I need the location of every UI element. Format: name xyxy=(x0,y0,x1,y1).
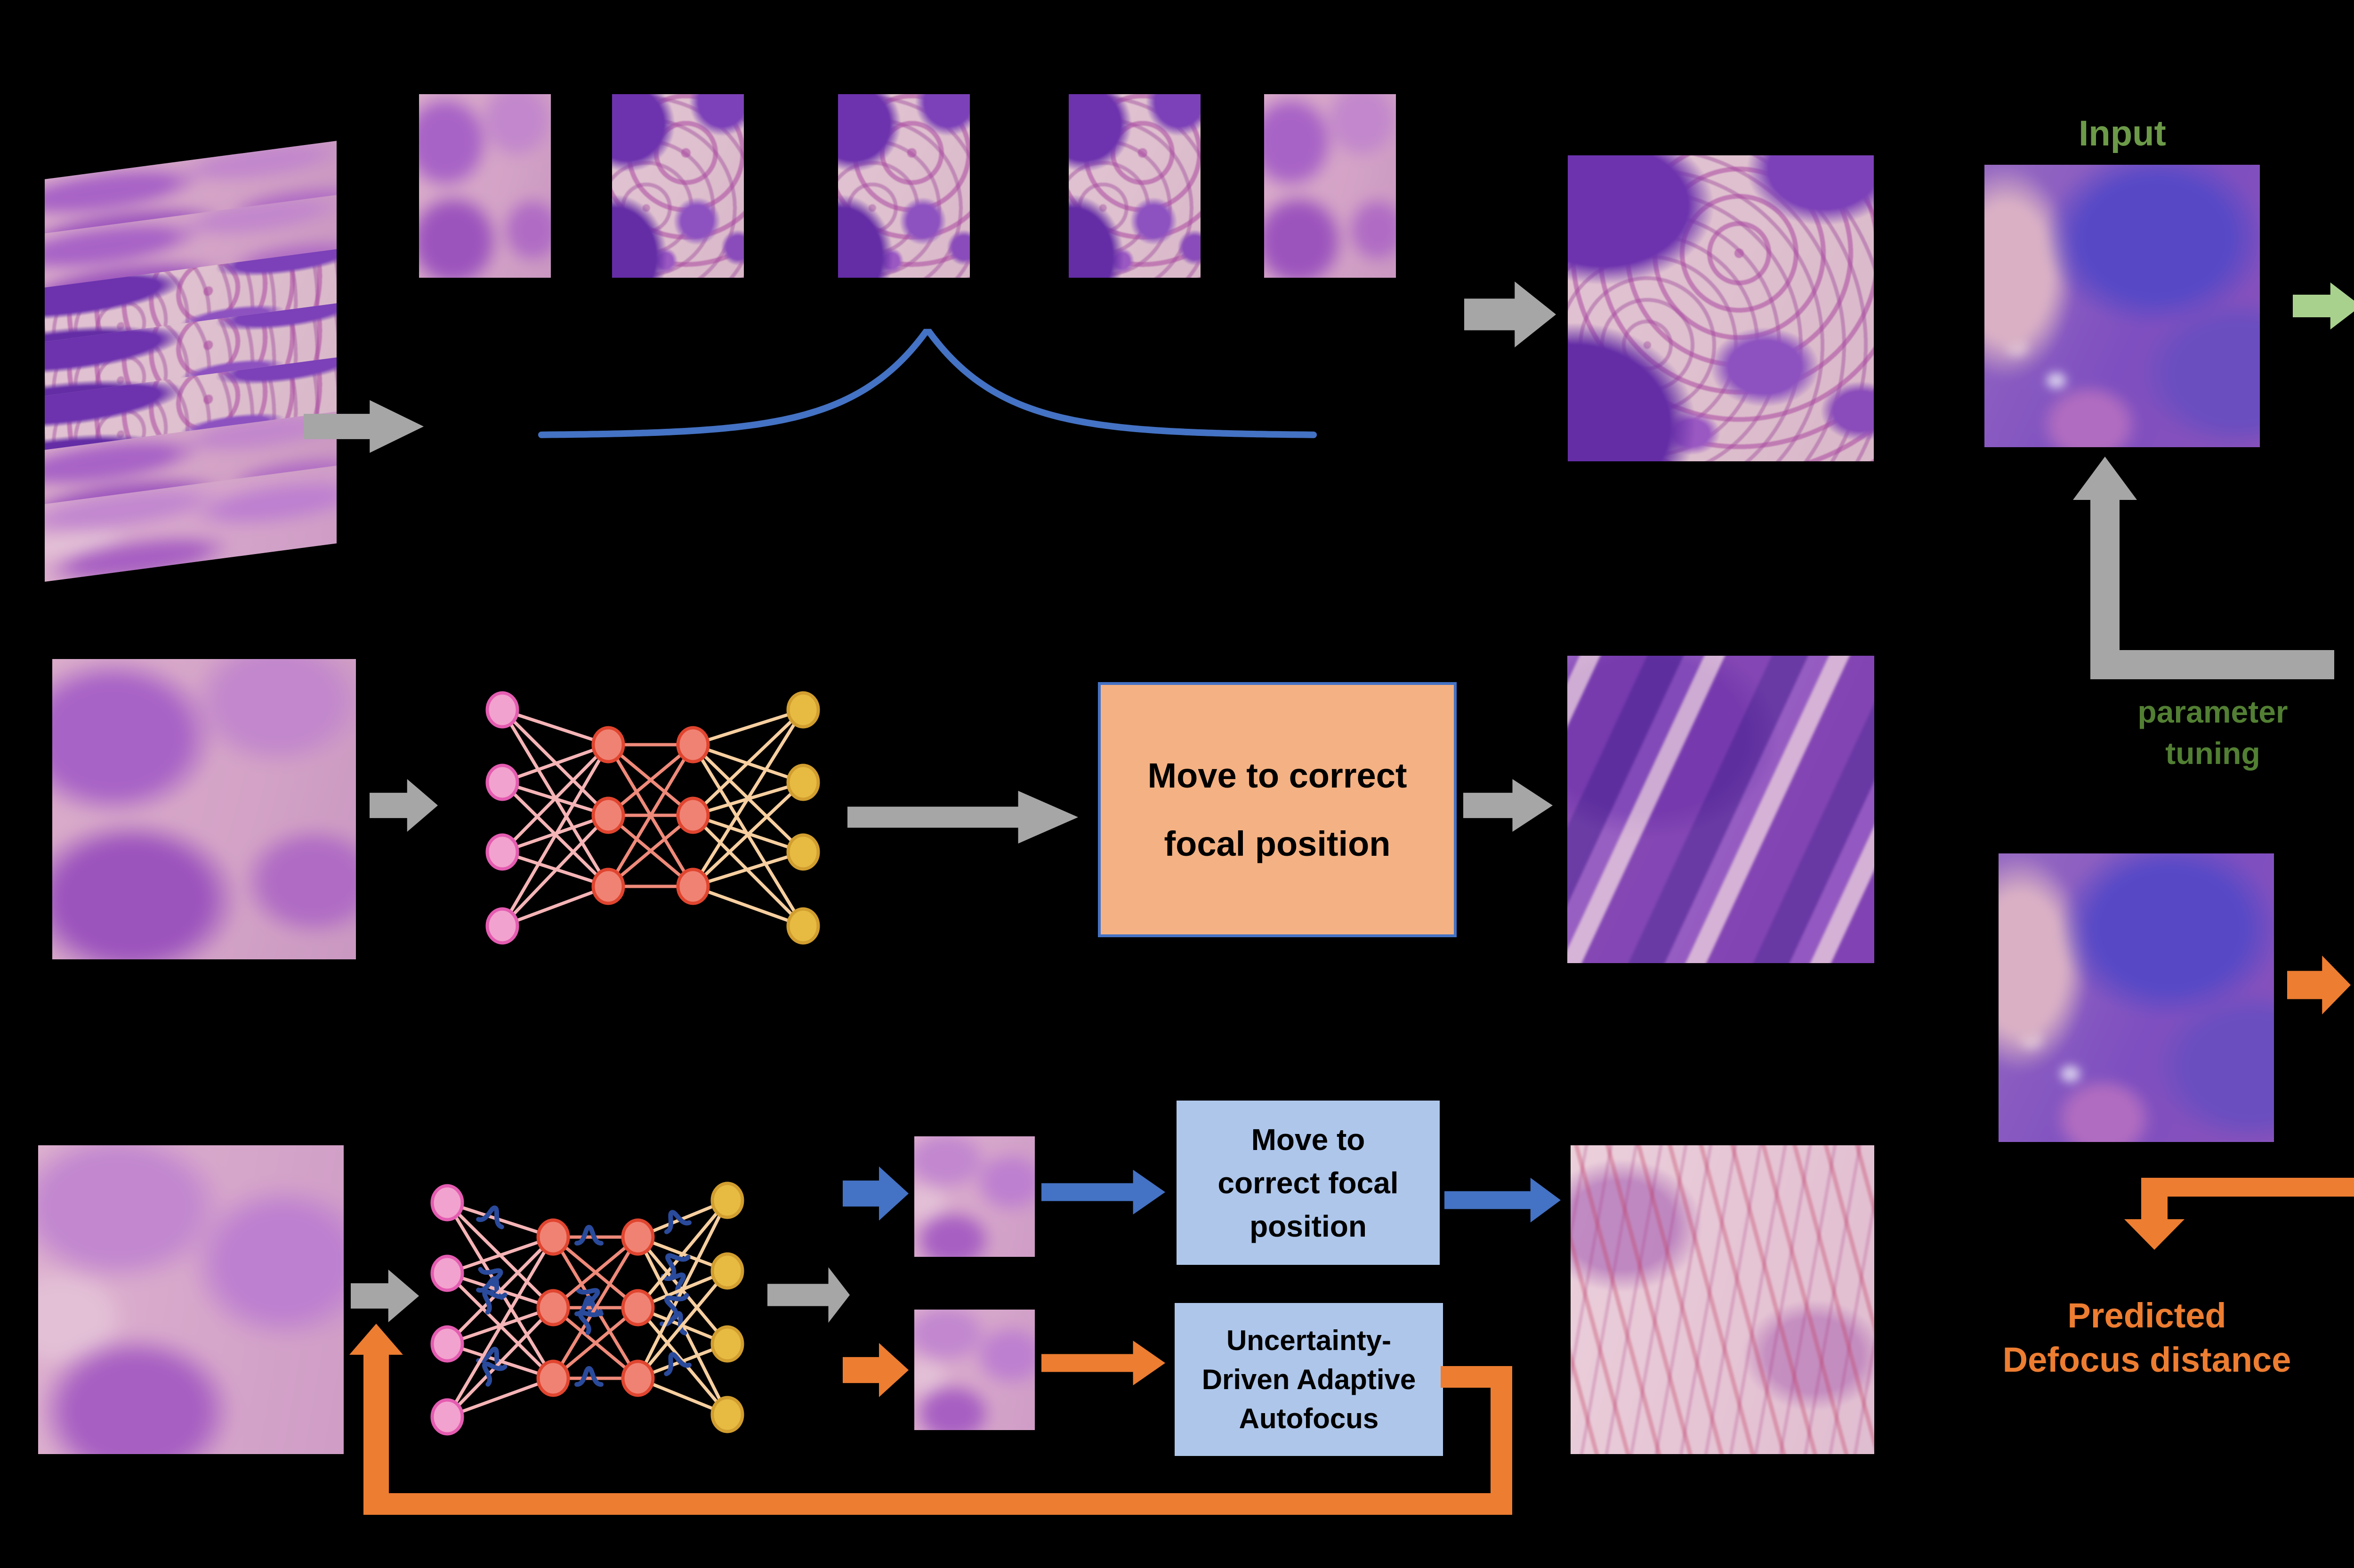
crop-image-2 xyxy=(914,1310,1035,1430)
tile-defocus-1 xyxy=(419,94,551,278)
tile-sharp-2 xyxy=(612,94,744,278)
adaptive-result-image xyxy=(1571,1145,1874,1454)
loop-right-vertical xyxy=(1491,1366,1512,1515)
t-connector-left-drop xyxy=(2141,1196,2168,1220)
input-label: Input xyxy=(2079,113,2166,153)
focus-curve-icon xyxy=(538,329,1317,438)
parameter-tuning-line1: parameter xyxy=(2137,694,2288,729)
supervised-result-image xyxy=(1567,656,1874,963)
crop-image-1 xyxy=(914,1136,1035,1257)
adaptive-input-image xyxy=(38,1145,344,1454)
training-input-image xyxy=(1984,165,2260,447)
parameter-arrow-horizontal xyxy=(2090,650,2334,679)
tile-defocus-5 xyxy=(1264,94,1396,278)
loop-bottom-bar xyxy=(363,1493,1512,1515)
move-adaptive-line3: position xyxy=(1250,1209,1367,1243)
supervised-input-image xyxy=(52,659,356,959)
predicted-defocus-line2: Defocus distance xyxy=(2002,1340,2291,1379)
loop-left-vertical xyxy=(363,1353,389,1495)
autofocus-line2: Driven Adaptive xyxy=(1201,1364,1416,1395)
best-focus-image xyxy=(1568,155,1874,461)
uncertainty-autofocus-box: Uncertainty- Driven Adaptive Autofocus xyxy=(1175,1303,1443,1456)
parameter-arrow-vertical xyxy=(2090,498,2120,679)
move-focal-line1: Move to correct xyxy=(1147,756,1407,795)
move-focal-box: Move to correct focal position xyxy=(1098,682,1457,937)
prediction-input-image xyxy=(1999,853,2274,1142)
move-focal-box-adaptive: Move to correct focal position xyxy=(1177,1101,1440,1265)
move-focal-line2: focal position xyxy=(1164,824,1391,863)
tile-sharp-3 xyxy=(838,94,970,278)
move-adaptive-line2: correct focal xyxy=(1217,1166,1399,1200)
predicted-defocus-line1: Predicted xyxy=(2067,1296,2226,1335)
t-connector-bar xyxy=(2141,1178,2354,1197)
move-adaptive-line1: Move to xyxy=(1251,1122,1365,1157)
autofocus-line1: Uncertainty- xyxy=(1226,1325,1392,1356)
autofocus-line3: Autofocus xyxy=(1239,1403,1379,1434)
tile-sharp-4 xyxy=(1069,94,1201,278)
parameter-tuning-line2: tuning xyxy=(2165,736,2260,771)
